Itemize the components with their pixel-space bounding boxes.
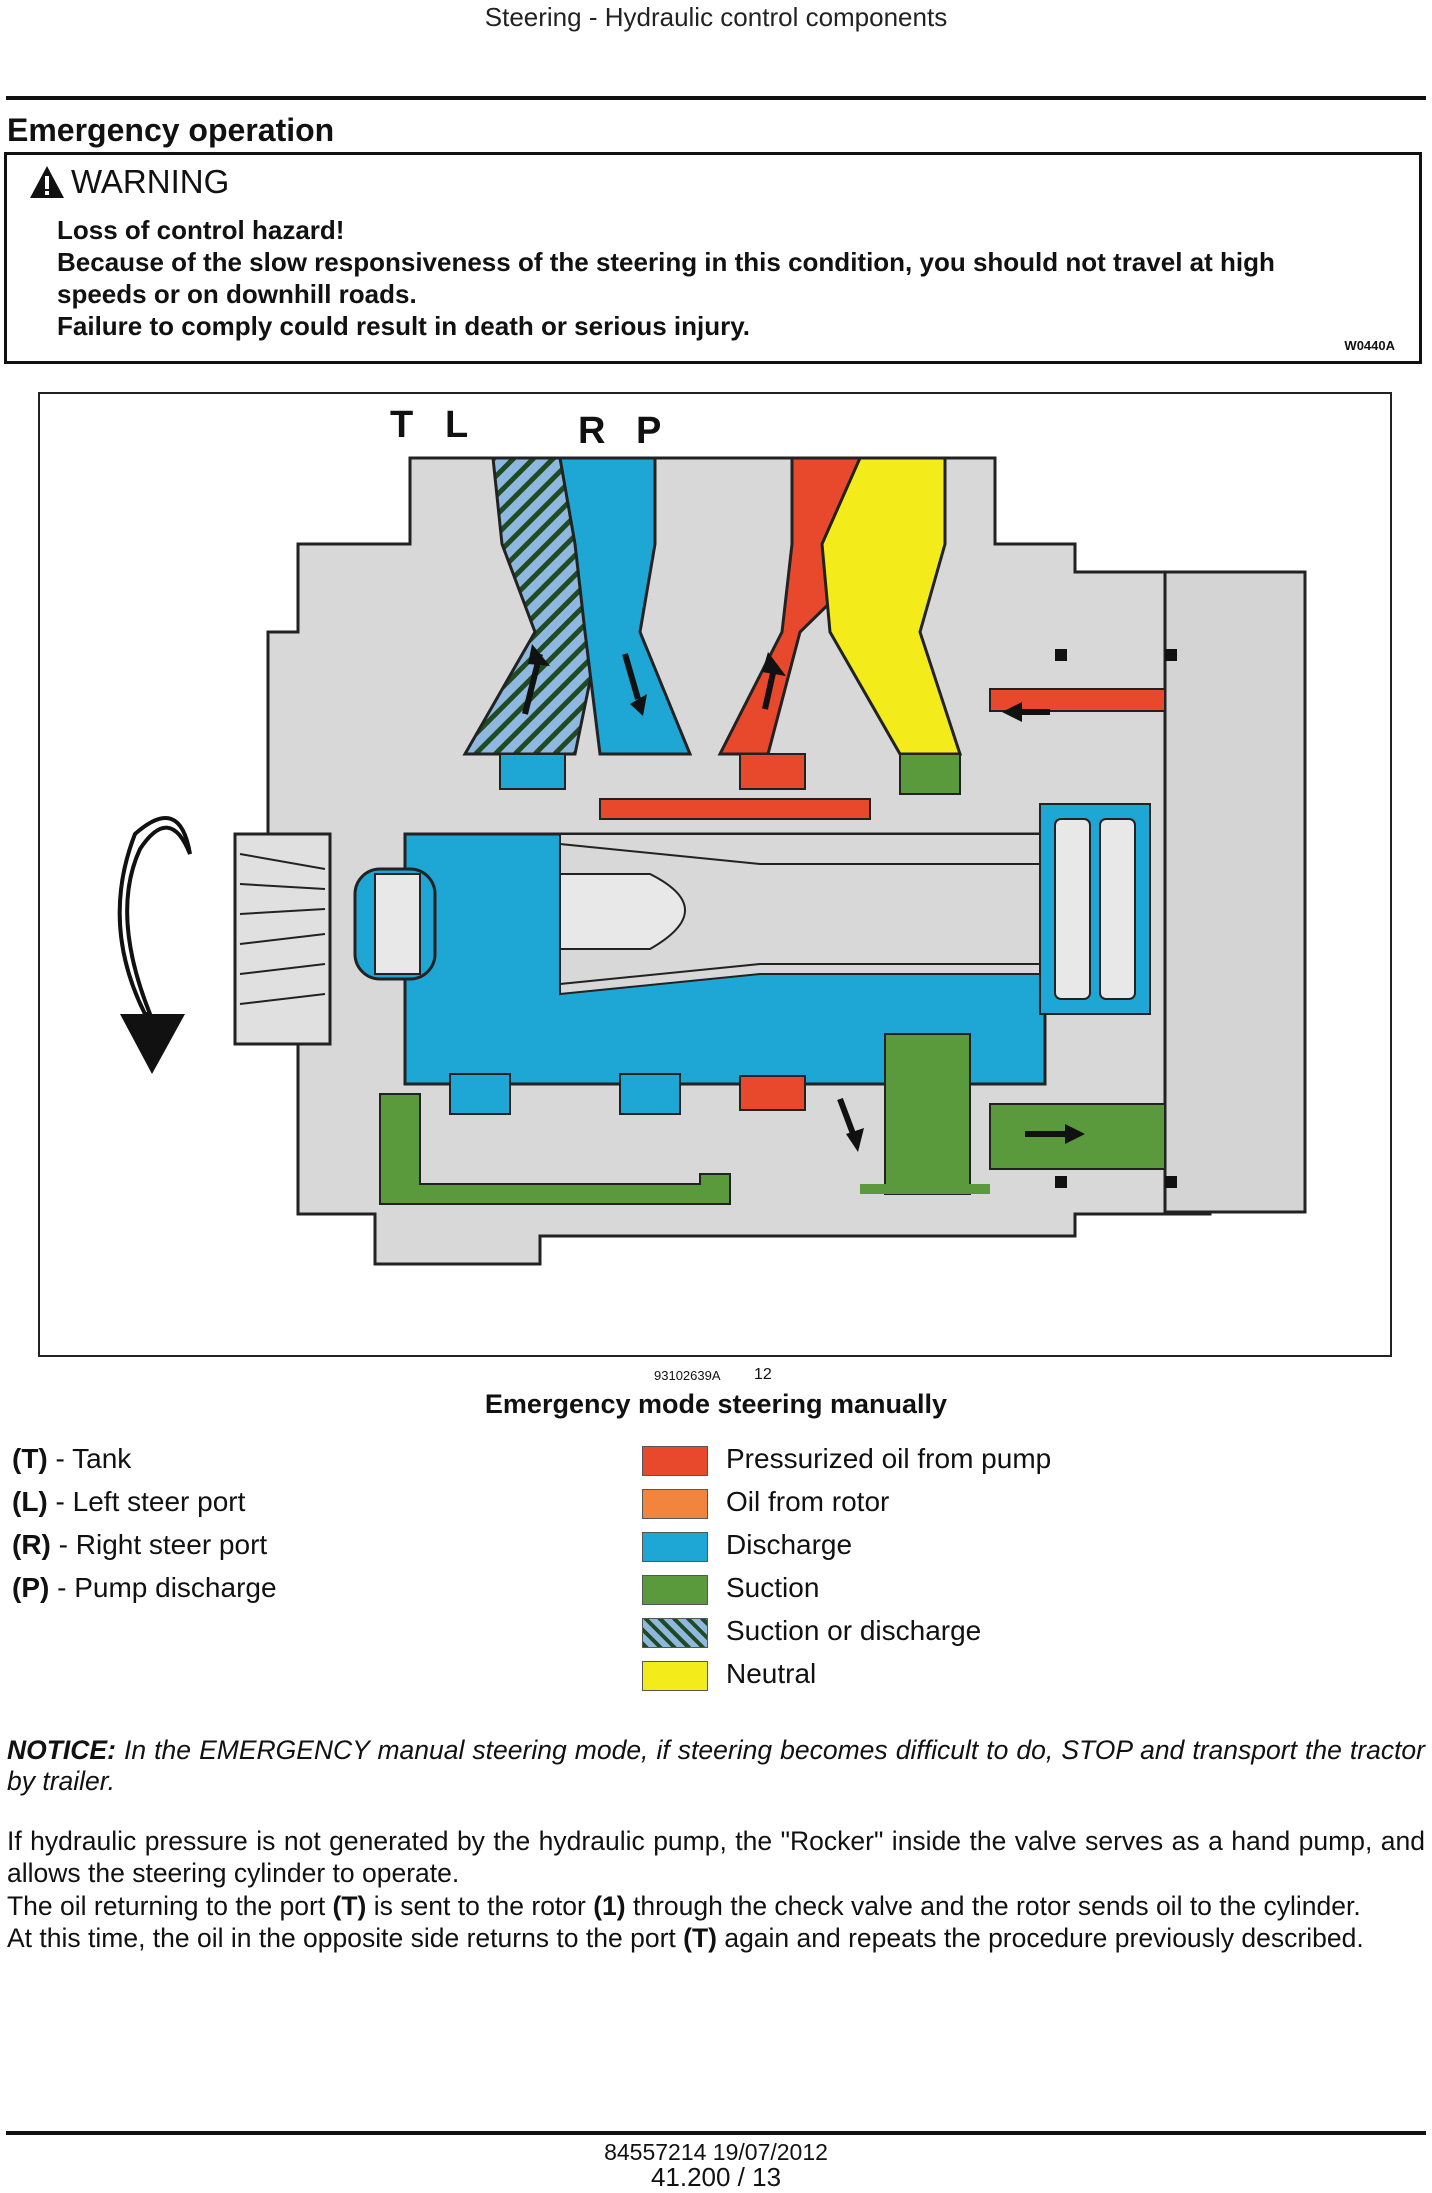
port-label-l: L — [445, 404, 469, 446]
warning-code: W0440A — [1344, 338, 1395, 353]
key-item: (P) - Pump discharge — [12, 1572, 277, 1603]
warning-box: WARNING Loss of control hazard! Because … — [4, 152, 1422, 364]
warning-line: Failure to comply could result in death … — [57, 311, 750, 341]
legend-swatch — [642, 1618, 708, 1648]
figure-number: 12 — [754, 1366, 772, 1383]
port-label-r: R — [578, 410, 606, 452]
valve-cross-section-illustration — [117, 456, 1307, 1266]
page-number: 41.200 / 13 — [650, 2162, 782, 2192]
legend-swatch — [642, 1575, 708, 1605]
key-item: (T) - Tank — [12, 1443, 132, 1474]
legend-swatch — [642, 1446, 708, 1476]
footer-rule — [6, 2131, 1426, 2135]
figure-caption: Emergency mode steering manually — [484, 1389, 948, 1419]
warning-line: Because of the slow responsiveness of th… — [57, 247, 1275, 277]
legend-label: Suction or discharge — [726, 1615, 982, 1646]
legend-label: Pressurized oil from pump — [726, 1443, 1052, 1474]
warning-line: Loss of control hazard! — [57, 215, 345, 245]
warning-label: WARNING — [71, 163, 230, 200]
port-label-t: T — [390, 404, 414, 446]
legend-swatch — [642, 1661, 708, 1691]
warning-triangle-icon — [30, 166, 64, 198]
body-paragraph: At this time, the oil in the opposite si… — [7, 1923, 1364, 1953]
steering-valve-diagram: T L R P — [38, 392, 1392, 1357]
legend-label: Suction — [726, 1572, 820, 1603]
warning-heading: WARNING — [29, 163, 229, 201]
notice-paragraph: NOTICE: In the EMERGENCY manual steering… — [7, 1735, 1425, 1796]
document-id: 84557214 19/07/2012 — [604, 2139, 828, 2165]
warning-line: speeds or on downhill roads. — [57, 279, 417, 309]
legend-label: Neutral — [726, 1658, 817, 1689]
port-label-p: P — [636, 410, 662, 452]
legend-swatch — [642, 1489, 708, 1519]
section-title: Emergency operation — [7, 112, 335, 148]
body-paragraph: If hydraulic pressure is not generated b… — [7, 1826, 1425, 1888]
notice-label: NOTICE: — [7, 1735, 116, 1765]
figure-id: 93102639A — [654, 1368, 721, 1383]
body-paragraph: The oil returning to the port (T) is sen… — [7, 1891, 1361, 1921]
key-item: (L) - Left steer port — [12, 1486, 246, 1517]
legend-label: Discharge — [726, 1529, 853, 1560]
page-header: Steering - Hydraulic control components — [484, 2, 948, 32]
key-item: (R) - Right steer port — [12, 1529, 268, 1560]
legend-swatch — [642, 1532, 708, 1562]
header-rule — [6, 96, 1426, 100]
legend-label: Oil from rotor — [726, 1486, 890, 1517]
